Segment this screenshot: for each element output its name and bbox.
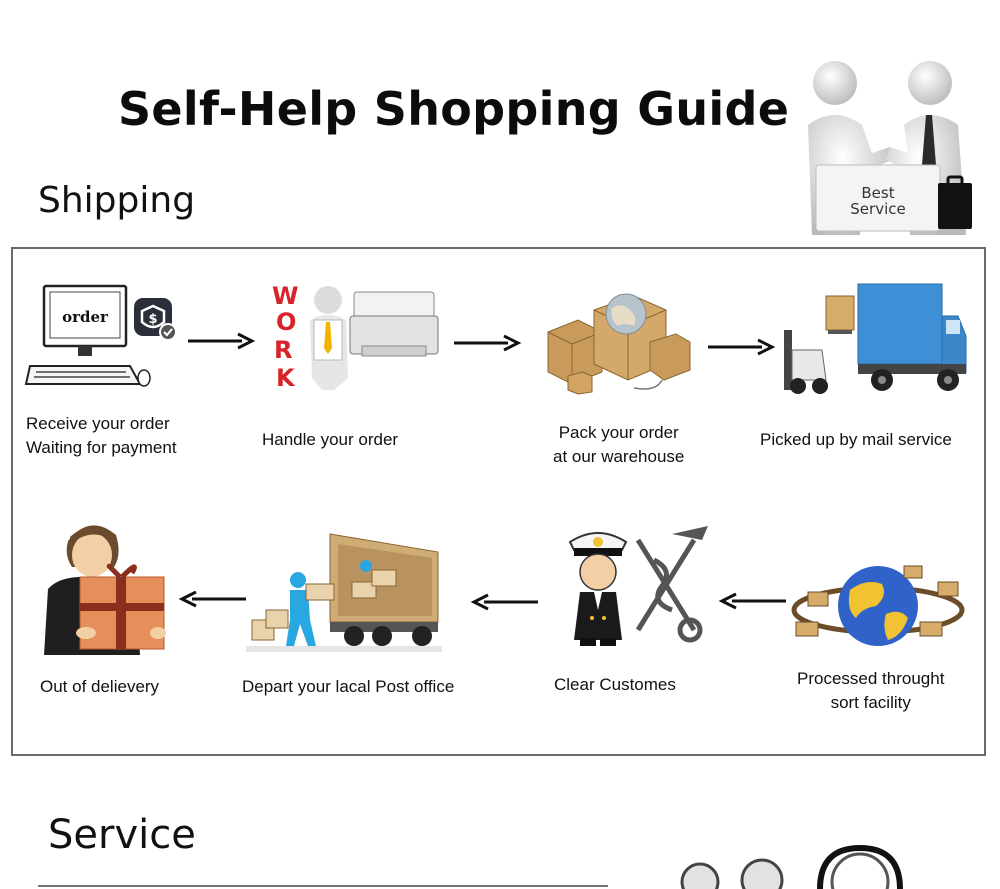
unloading-truck-icon [246, 533, 442, 652]
step-handle-order: Handle your order [262, 428, 398, 452]
step-label-line1: Out of delievery [40, 677, 160, 696]
step-receive-order: Receive your order Waiting for payment [26, 412, 177, 460]
step-label-line1: Picked up by mail service [760, 430, 952, 449]
handshake-illustration [808, 61, 972, 235]
step-depart-post-office: Depart your lacal Post office [242, 675, 454, 699]
step-label-line1: Processed throught [797, 669, 945, 688]
sign-line2: Service [850, 200, 906, 218]
best-service-sign: Best Service [826, 185, 930, 217]
arrow-left-icon [718, 592, 786, 610]
step-pack-order: Pack your order at our warehouse [553, 421, 684, 469]
globe-trucks-icon [791, 565, 965, 646]
arrow-right-icon [708, 338, 776, 356]
customs-officer-icon [568, 526, 708, 646]
page-title: Self-Help Shopping Guide [118, 82, 790, 136]
step-picked-up: Picked up by mail service [760, 428, 952, 452]
step-sort-facility: Processed throught sort facility [797, 667, 944, 715]
sign-line1: Best [861, 184, 895, 202]
arrow-right-icon [454, 334, 522, 352]
svg-text:$: $ [148, 312, 157, 327]
step-out-of-delivery: Out of delievery [40, 675, 159, 699]
arrow-left-icon [470, 593, 538, 611]
support-figures-icon [680, 844, 903, 889]
step-clear-customs: Clear Customes [554, 673, 676, 697]
step-label-line1: Clear Customes [554, 675, 676, 694]
work-letter-o: O [276, 308, 296, 336]
step-label-line2: sort facility [830, 693, 911, 712]
step-label-line1: Receive your order [26, 414, 170, 433]
computer-order-icon: order $ [24, 284, 177, 387]
step-label-line2: Waiting for payment [26, 438, 177, 457]
step-label-line1: Depart your lacal Post office [242, 677, 455, 696]
screen-text: order [62, 308, 109, 326]
step-label-line1: Handle your order [262, 430, 399, 449]
service-heading: Service [48, 812, 196, 858]
gift-person-icon [44, 525, 166, 655]
arrow-right-icon [188, 332, 256, 350]
step-label-line1: Pack your order [558, 423, 679, 442]
service-divider [38, 885, 608, 887]
work-letter-r: R [274, 336, 292, 364]
boxes-globe-icon [547, 293, 691, 395]
step-label-line2: at our warehouse [553, 447, 685, 466]
work-letter-w: W [272, 282, 298, 310]
truck-forklift-icon [784, 283, 967, 394]
work-printer-icon: W O R K [272, 282, 439, 392]
arrow-left-icon [178, 590, 246, 608]
work-letter-k: K [276, 364, 296, 392]
shipping-heading: Shipping [38, 180, 196, 221]
